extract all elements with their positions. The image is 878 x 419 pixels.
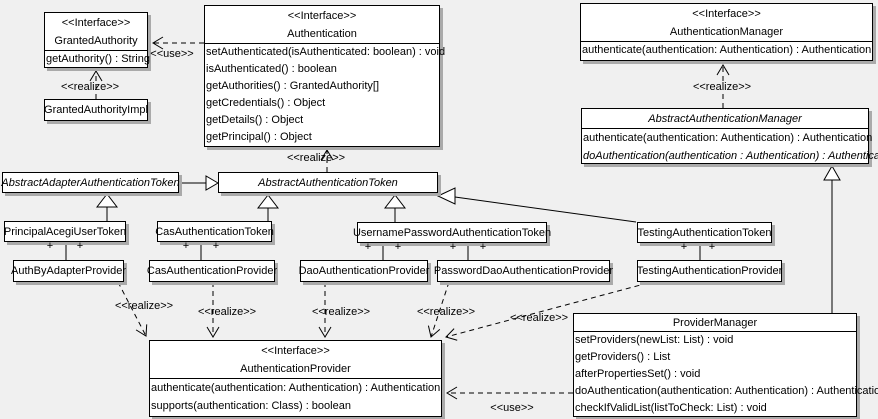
class-header: <<Interface>> Authentication xyxy=(205,6,439,43)
class-authentication-manager[interactable]: <<Interface>> AuthenticationManager auth… xyxy=(580,3,873,61)
realize-label: <<realize>> xyxy=(286,152,346,164)
method: authenticate(authentication: Authenticat… xyxy=(151,382,441,394)
stereotype-label: <<Interface>> xyxy=(61,17,131,29)
method: checkIfValidList(listToCheck: List) : vo… xyxy=(575,402,767,414)
class-name: AuthenticationManager xyxy=(669,26,784,38)
method: isAuthenticated() : boolean xyxy=(206,63,337,75)
class-auth-by-adapter-provider[interactable]: AuthByAdapterProvider xyxy=(11,260,126,282)
triangle-abstracttoken-left xyxy=(205,175,219,191)
association-plus: + xyxy=(364,241,372,253)
method: getPrincipal() : Object xyxy=(206,131,312,143)
class-name: CasAuthenticationToken xyxy=(155,225,274,238)
class-abstract-adapter-authentication-token[interactable]: AbstractAdapterAuthenticationToken xyxy=(1,172,180,193)
method: getAuthorities() : GrantedAuthority[] xyxy=(206,80,380,92)
method: doAuthentication(authentication : Authen… xyxy=(583,150,878,162)
method: authenticate(authentication: Authenticat… xyxy=(582,44,872,56)
class-authentication[interactable]: <<Interface>> Authentication setAuthenti… xyxy=(204,5,446,147)
association-plus: + xyxy=(680,241,688,253)
triangle-abstractmanager xyxy=(823,164,841,181)
realize-label: <<realize>> xyxy=(197,306,257,318)
stereotype-label: <<Interface>> xyxy=(692,8,761,20)
realize-label: <<realize>> xyxy=(416,306,476,318)
class-header: <<Interface>> AuthenticationManager xyxy=(581,4,872,41)
association-plus: + xyxy=(46,240,54,252)
class-dao-authentication-provider[interactable]: DaoAuthenticationProvider xyxy=(298,260,430,282)
association-plus: + xyxy=(449,241,457,253)
methods-compartment: authenticate(authentication: Authenticat… xyxy=(150,378,441,415)
class-provider-manager[interactable]: ProviderManager setProviders(newList: Li… xyxy=(573,313,878,417)
method: getDetails() : Object xyxy=(206,114,304,126)
triangle-abstracttoken-up xyxy=(383,194,407,209)
methods-compartment: getAuthority() : String xyxy=(45,50,150,68)
triangle-abstractadapter xyxy=(95,193,119,208)
gen-testing-to-abstracttoken xyxy=(454,196,637,223)
stereotype-label: <<Interface>> xyxy=(287,10,357,22)
association-plus: + xyxy=(212,240,220,252)
association-plus: + xyxy=(708,241,716,253)
method: getCredentials() : Object xyxy=(206,97,326,109)
association-plus: + xyxy=(182,240,190,252)
realize-label: <<realize>> xyxy=(60,81,120,93)
class-header: ProviderManager xyxy=(574,314,856,331)
realize-label: <<realize>> xyxy=(311,306,371,318)
triangle-abstracttoken-right xyxy=(436,187,456,205)
methods-compartment: authenticate(authentication: Authenticat… xyxy=(581,41,872,59)
association-plus: + xyxy=(479,241,487,253)
class-password-dao-authentication-provider[interactable]: PasswordDaoAuthenticationProvider xyxy=(433,260,614,282)
class-name: TestingAuthenticationProvider xyxy=(636,265,783,277)
class-name: PrincipalAcegiUserToken xyxy=(3,225,127,238)
class-name: ProviderManager xyxy=(672,317,758,329)
class-name: AbstractAuthenticationManager xyxy=(648,113,802,125)
methods-compartment: setProviders(newList: List) : void getPr… xyxy=(574,331,878,417)
method: setAuthenticated(isAuthenticated: boolea… xyxy=(206,46,446,58)
method: doAuthentication(authentication: Authent… xyxy=(575,385,878,397)
class-principal-acegi-user-token[interactable]: PrincipalAcegiUserToken xyxy=(4,221,126,242)
class-abstract-authentication-manager[interactable]: AbstractAuthenticationManager authentica… xyxy=(581,108,878,165)
class-header: <<Interface>> AuthenticationProvider xyxy=(150,341,441,378)
realize-label: <<realize>> xyxy=(692,81,752,93)
class-name: Authentication xyxy=(287,28,357,40)
method: getAuthority() : String xyxy=(46,53,150,65)
class-testing-authentication-provider[interactable]: TestingAuthenticationProvider xyxy=(637,260,782,282)
association-lines xyxy=(65,242,701,260)
class-authentication-provider[interactable]: <<Interface>> AuthenticationProvider aut… xyxy=(149,340,442,417)
stereotype-label: <<Interface>> xyxy=(261,345,330,357)
class-name: AuthenticationProvider xyxy=(240,363,351,375)
class-cas-authentication-provider[interactable]: CasAuthenticationProvider xyxy=(146,260,278,282)
class-header: AbstractAuthenticationManager xyxy=(582,109,868,128)
methods-compartment: setAuthenticated(isAuthenticated: boolea… xyxy=(205,43,446,146)
class-name: PasswordDaoAuthenticationProvider xyxy=(433,265,614,277)
method: setProviders(newList: List) : void xyxy=(575,334,734,346)
method: afterPropertiesSet() : void xyxy=(575,368,701,380)
realize-label: <<realize>> xyxy=(114,300,174,312)
class-header: <<Interface>> GrantedAuthority xyxy=(45,13,147,50)
class-name: AbstractAuthenticationToken xyxy=(258,176,398,189)
association-plus: + xyxy=(394,241,402,253)
class-name: UsernamePasswordAuthenticationToken xyxy=(352,226,552,239)
use-label: <<use>> xyxy=(490,402,534,414)
class-granted-authority[interactable]: <<Interface>> GrantedAuthority getAuthor… xyxy=(44,12,150,68)
methods-compartment: authenticate(authentication: Authenticat… xyxy=(582,128,878,165)
class-name: GrantedAuthorityImpl xyxy=(44,104,148,116)
triangle-abstracttoken-cas xyxy=(256,194,280,209)
method: getProviders() : List xyxy=(575,351,671,363)
method: authenticate(authentication: Authenticat… xyxy=(583,132,873,144)
class-name: DaoAuthenticationProvider xyxy=(298,265,430,277)
class-name: AbstractAdapterAuthenticationToken xyxy=(1,176,180,189)
class-name: CasAuthenticationProvider xyxy=(146,265,278,277)
class-name: AuthByAdapterProvider xyxy=(11,265,126,277)
class-username-password-authentication-token[interactable]: UsernamePasswordAuthenticationToken xyxy=(353,222,551,243)
class-testing-authentication-token[interactable]: TestingAuthenticationToken xyxy=(637,222,772,243)
class-granted-authority-impl[interactable]: GrantedAuthorityImpl xyxy=(44,99,148,121)
class-name: GrantedAuthority xyxy=(54,35,138,47)
class-cas-authentication-token[interactable]: CasAuthenticationToken xyxy=(155,221,274,242)
use-label: <<use>> xyxy=(150,48,194,60)
association-plus: + xyxy=(76,240,84,252)
realize-label: <<realize>> xyxy=(509,312,569,324)
method: supports(authentication: Class) : boolea… xyxy=(151,400,351,412)
class-name: TestingAuthenticationToken xyxy=(637,226,772,239)
class-abstract-authentication-token[interactable]: AbstractAuthenticationToken xyxy=(218,172,438,193)
